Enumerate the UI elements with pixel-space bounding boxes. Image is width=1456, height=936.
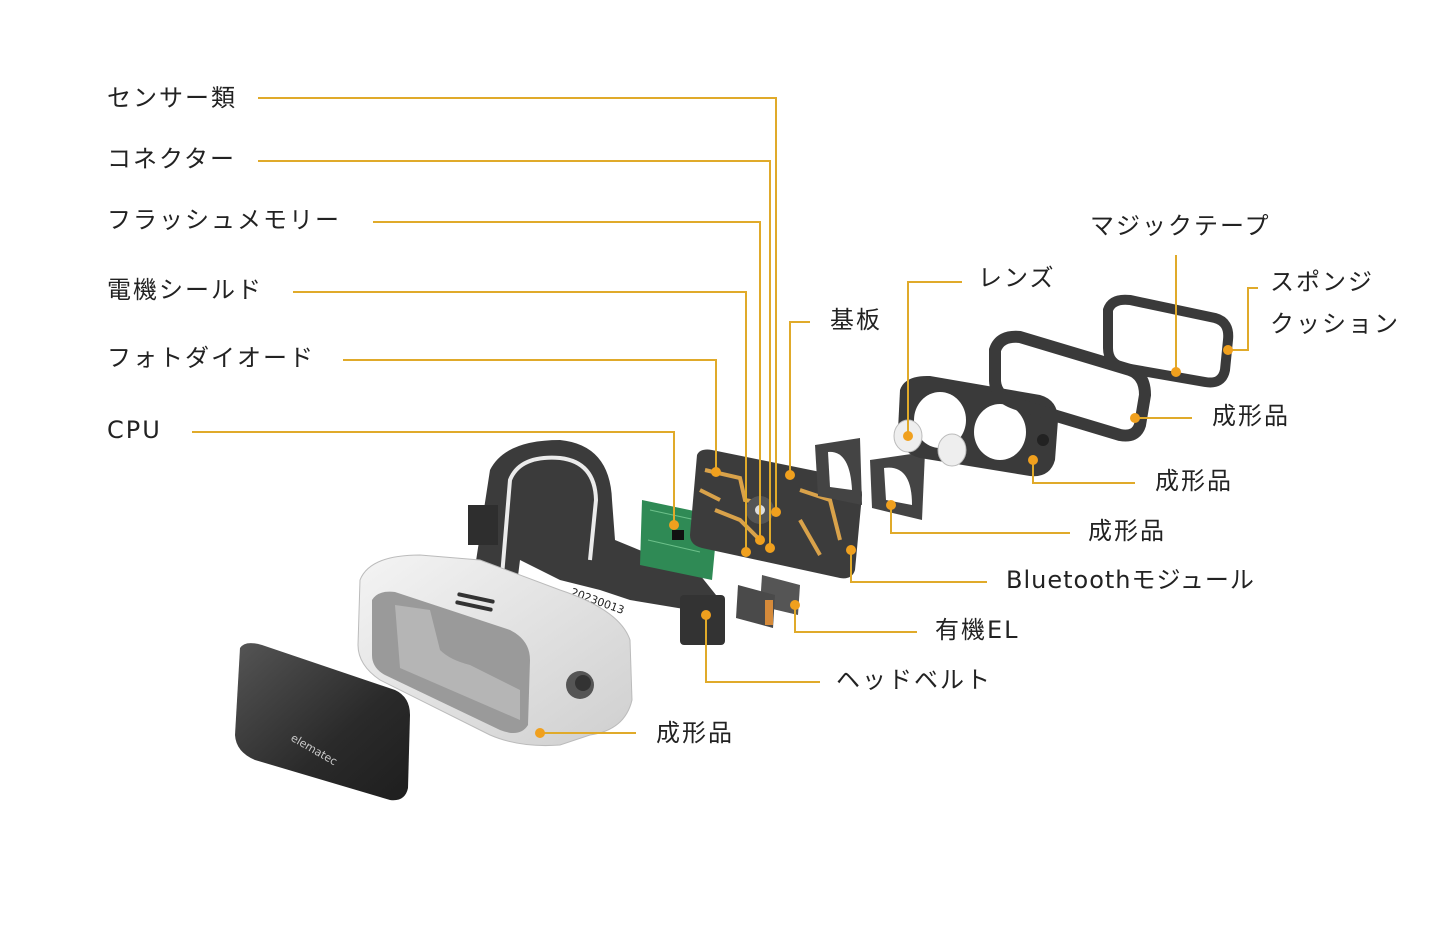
leader-molded-3 xyxy=(890,505,1070,534)
leader-connector xyxy=(258,160,771,548)
label-oled: 有機EL xyxy=(935,616,1020,644)
leader-oled xyxy=(794,605,917,633)
main-body-illustration xyxy=(357,554,633,747)
leader-sponge xyxy=(1228,287,1258,351)
leader-photodiode xyxy=(343,359,717,472)
label-molded-2: 成形品 xyxy=(1155,467,1233,495)
label-sponge-line1: スポンジ xyxy=(1270,268,1374,296)
label-flash-memory: フラッシュメモリー xyxy=(107,206,341,234)
frame-illustration xyxy=(989,330,1152,442)
label-sponge-line2: クッション xyxy=(1270,310,1400,338)
leader-board xyxy=(789,321,810,475)
label-bluetooth: Bluetoothモジュール xyxy=(1006,566,1255,594)
label-molded-front: 成形品 xyxy=(656,719,734,747)
leader-lines xyxy=(192,97,1258,734)
leader-sensors xyxy=(258,97,777,512)
label-molded-3: 成形品 xyxy=(1088,517,1166,545)
leader-head-belt xyxy=(705,615,820,683)
label-board: 基板 xyxy=(830,306,882,334)
label-em-shield: 電機シールド xyxy=(107,276,263,304)
head-belt-illustration: 20230013 xyxy=(468,440,725,645)
front-cover-illustration: elematec xyxy=(235,643,410,801)
leader-flash-memory xyxy=(373,221,761,540)
oled-illustration xyxy=(736,575,800,628)
leader-lens xyxy=(907,281,962,436)
label-head-belt: ヘッドベルト xyxy=(836,666,992,694)
leader-cpu xyxy=(192,431,675,525)
label-connector: コネクター xyxy=(107,145,237,173)
label-lens: レンズ xyxy=(978,264,1056,292)
label-magic-tape: マジックテープ xyxy=(1090,212,1271,240)
label-photodiode: フォトダイオード xyxy=(107,344,315,372)
leader-dots xyxy=(535,345,1233,738)
light-shield-illustration xyxy=(815,438,925,520)
leader-bluetooth xyxy=(850,550,987,583)
leader-em-shield xyxy=(293,291,747,552)
leader-molded-2 xyxy=(1032,460,1135,484)
label-molded-1: 成形品 xyxy=(1212,402,1290,430)
sponge-cushion-illustration xyxy=(1103,294,1234,388)
label-sensors: センサー類 xyxy=(107,84,237,112)
label-cpu: CPU xyxy=(107,416,162,444)
